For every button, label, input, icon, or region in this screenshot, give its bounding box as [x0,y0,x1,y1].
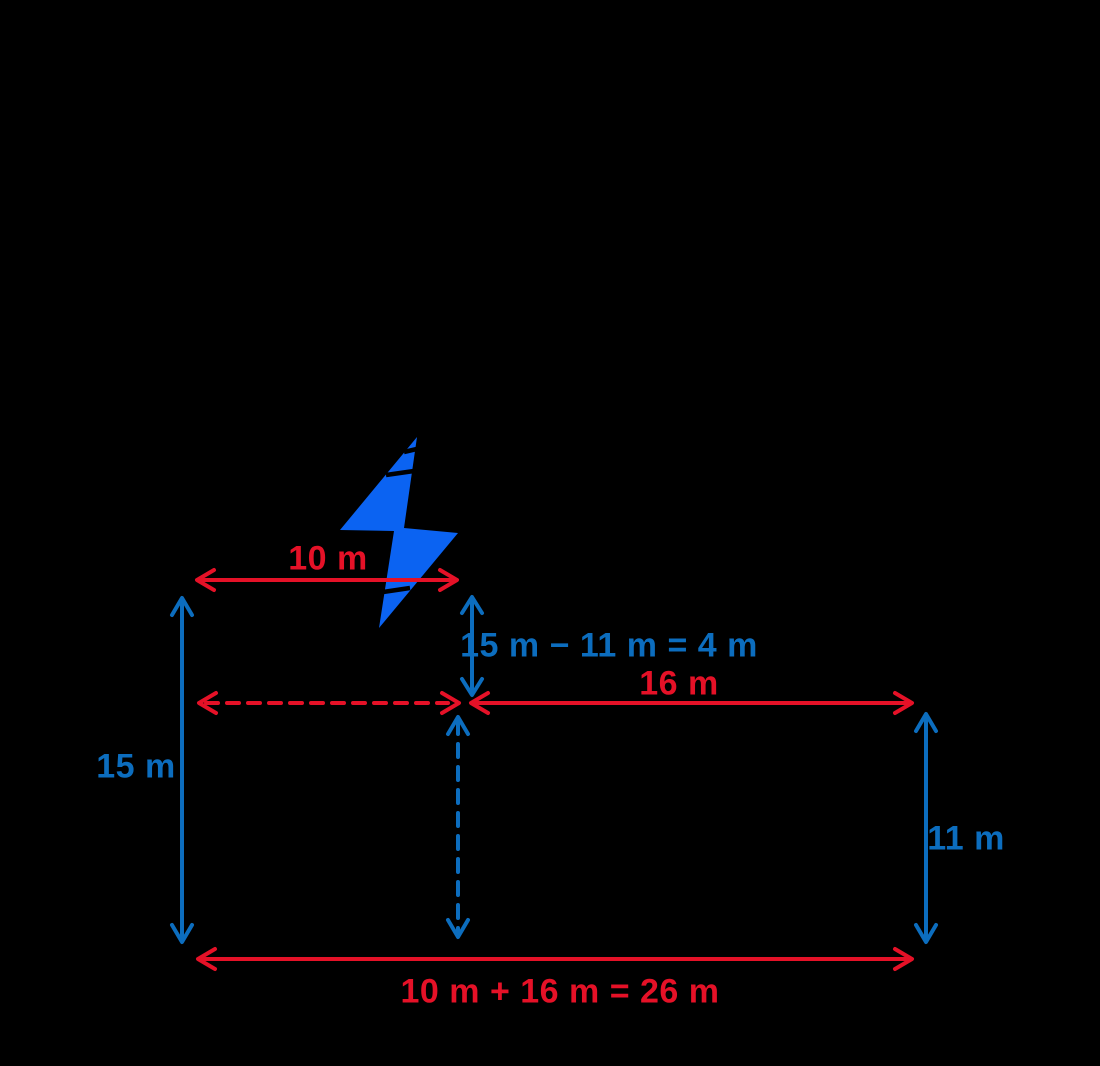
bolt-stripe [382,585,411,595]
lightning-bolt-icon [340,437,458,628]
arrow-dashed-height [446,715,470,939]
label-height-difference: 15 m − 11 m = 4 m [460,626,758,665]
arrow-dashed-width [197,691,461,715]
arrow-total-width [196,947,914,971]
bolt-stripe [385,468,415,478]
label-top-width: 10 m [288,539,368,578]
label-right-width: 16 m [639,664,719,703]
lightning-bolt-shape [340,437,458,628]
label-total-width: 10 m + 16 m = 26 m [400,972,720,1011]
arrow-right-width [469,691,914,715]
bolt-stripe [403,445,422,455]
label-right-height: 11 m [927,819,1005,858]
arrow-height-difference [460,595,484,697]
arrow-right-height [914,712,938,944]
arrow-left-height [170,596,194,944]
arrow-top-width [195,568,459,592]
label-left-height: 15 m [96,747,176,786]
